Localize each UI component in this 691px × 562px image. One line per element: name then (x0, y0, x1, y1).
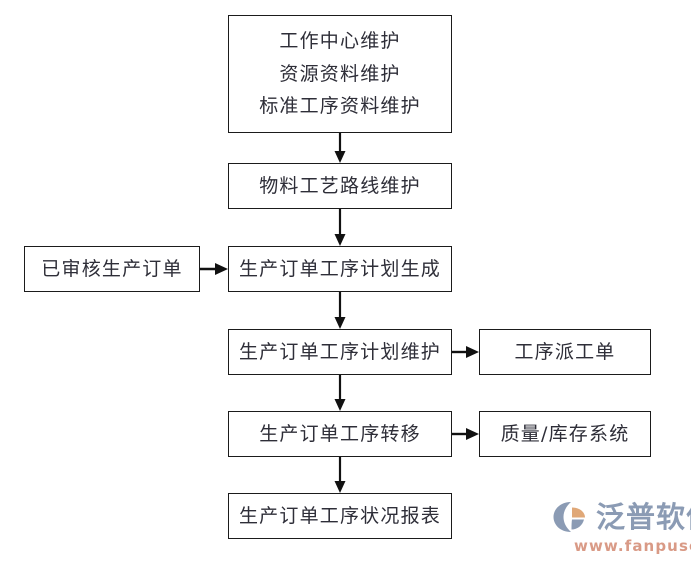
connector-plan-maintain-to-dispatch (452, 344, 479, 360)
node-line: 已审核生产订单 (41, 257, 183, 280)
node-line: 工作中心维护 (279, 29, 401, 52)
node-order-operation-transfer[interactable]: 生产订单工序转移 (228, 411, 452, 457)
node-basic-data-maintenance[interactable]: 工作中心维护 资源资料维护 标准工序资料维护 (228, 15, 452, 133)
node-order-operation-plan-generate[interactable]: 生产订单工序计划生成 (228, 246, 452, 292)
node-line: 生产订单工序状况报表 (238, 504, 441, 527)
node-operation-dispatch-order[interactable]: 工序派工单 (479, 329, 651, 375)
watermark-url: www.fanpusoft.com (574, 537, 691, 555)
node-approved-production-order[interactable]: 已审核生产订单 (24, 246, 200, 292)
node-line: 物料工艺路线维护 (259, 174, 421, 197)
node-line: 工序派工单 (514, 340, 616, 363)
watermark-brand-row: 泛普软件 (552, 500, 691, 534)
node-line: 质量/库存系统 (500, 422, 630, 445)
connector-plan-maintain-to-transfer (332, 375, 348, 411)
node-line: 生产订单工序计划生成 (238, 257, 441, 280)
fanpu-logo-icon (553, 502, 585, 532)
connector-basic-data-to-routing (332, 133, 348, 163)
watermark-logo: 泛普软件 www.fanpusoft.com (552, 500, 691, 555)
connector-routing-to-plan-generate (332, 209, 348, 246)
node-line: 标准工序资料维护 (259, 95, 421, 118)
node-line: 生产订单工序转移 (259, 422, 421, 445)
node-order-operation-status-report[interactable]: 生产订单工序状况报表 (228, 493, 452, 539)
connector-plan-generate-to-maintain (332, 292, 348, 329)
connector-transfer-to-status-report (332, 457, 348, 493)
node-quality-inventory-system[interactable]: 质量/库存系统 (479, 411, 651, 457)
node-order-operation-plan-maintain[interactable]: 生产订单工序计划维护 (228, 329, 452, 375)
node-line: 资源资料维护 (279, 62, 401, 85)
watermark-brand-name: 泛普软件 (596, 499, 691, 534)
node-line: 生产订单工序计划维护 (238, 340, 441, 363)
connector-transfer-to-quality-inventory (452, 426, 479, 442)
node-material-routing-maintenance[interactable]: 物料工艺路线维护 (228, 163, 452, 209)
connector-approved-order-to-plan (200, 261, 228, 277)
